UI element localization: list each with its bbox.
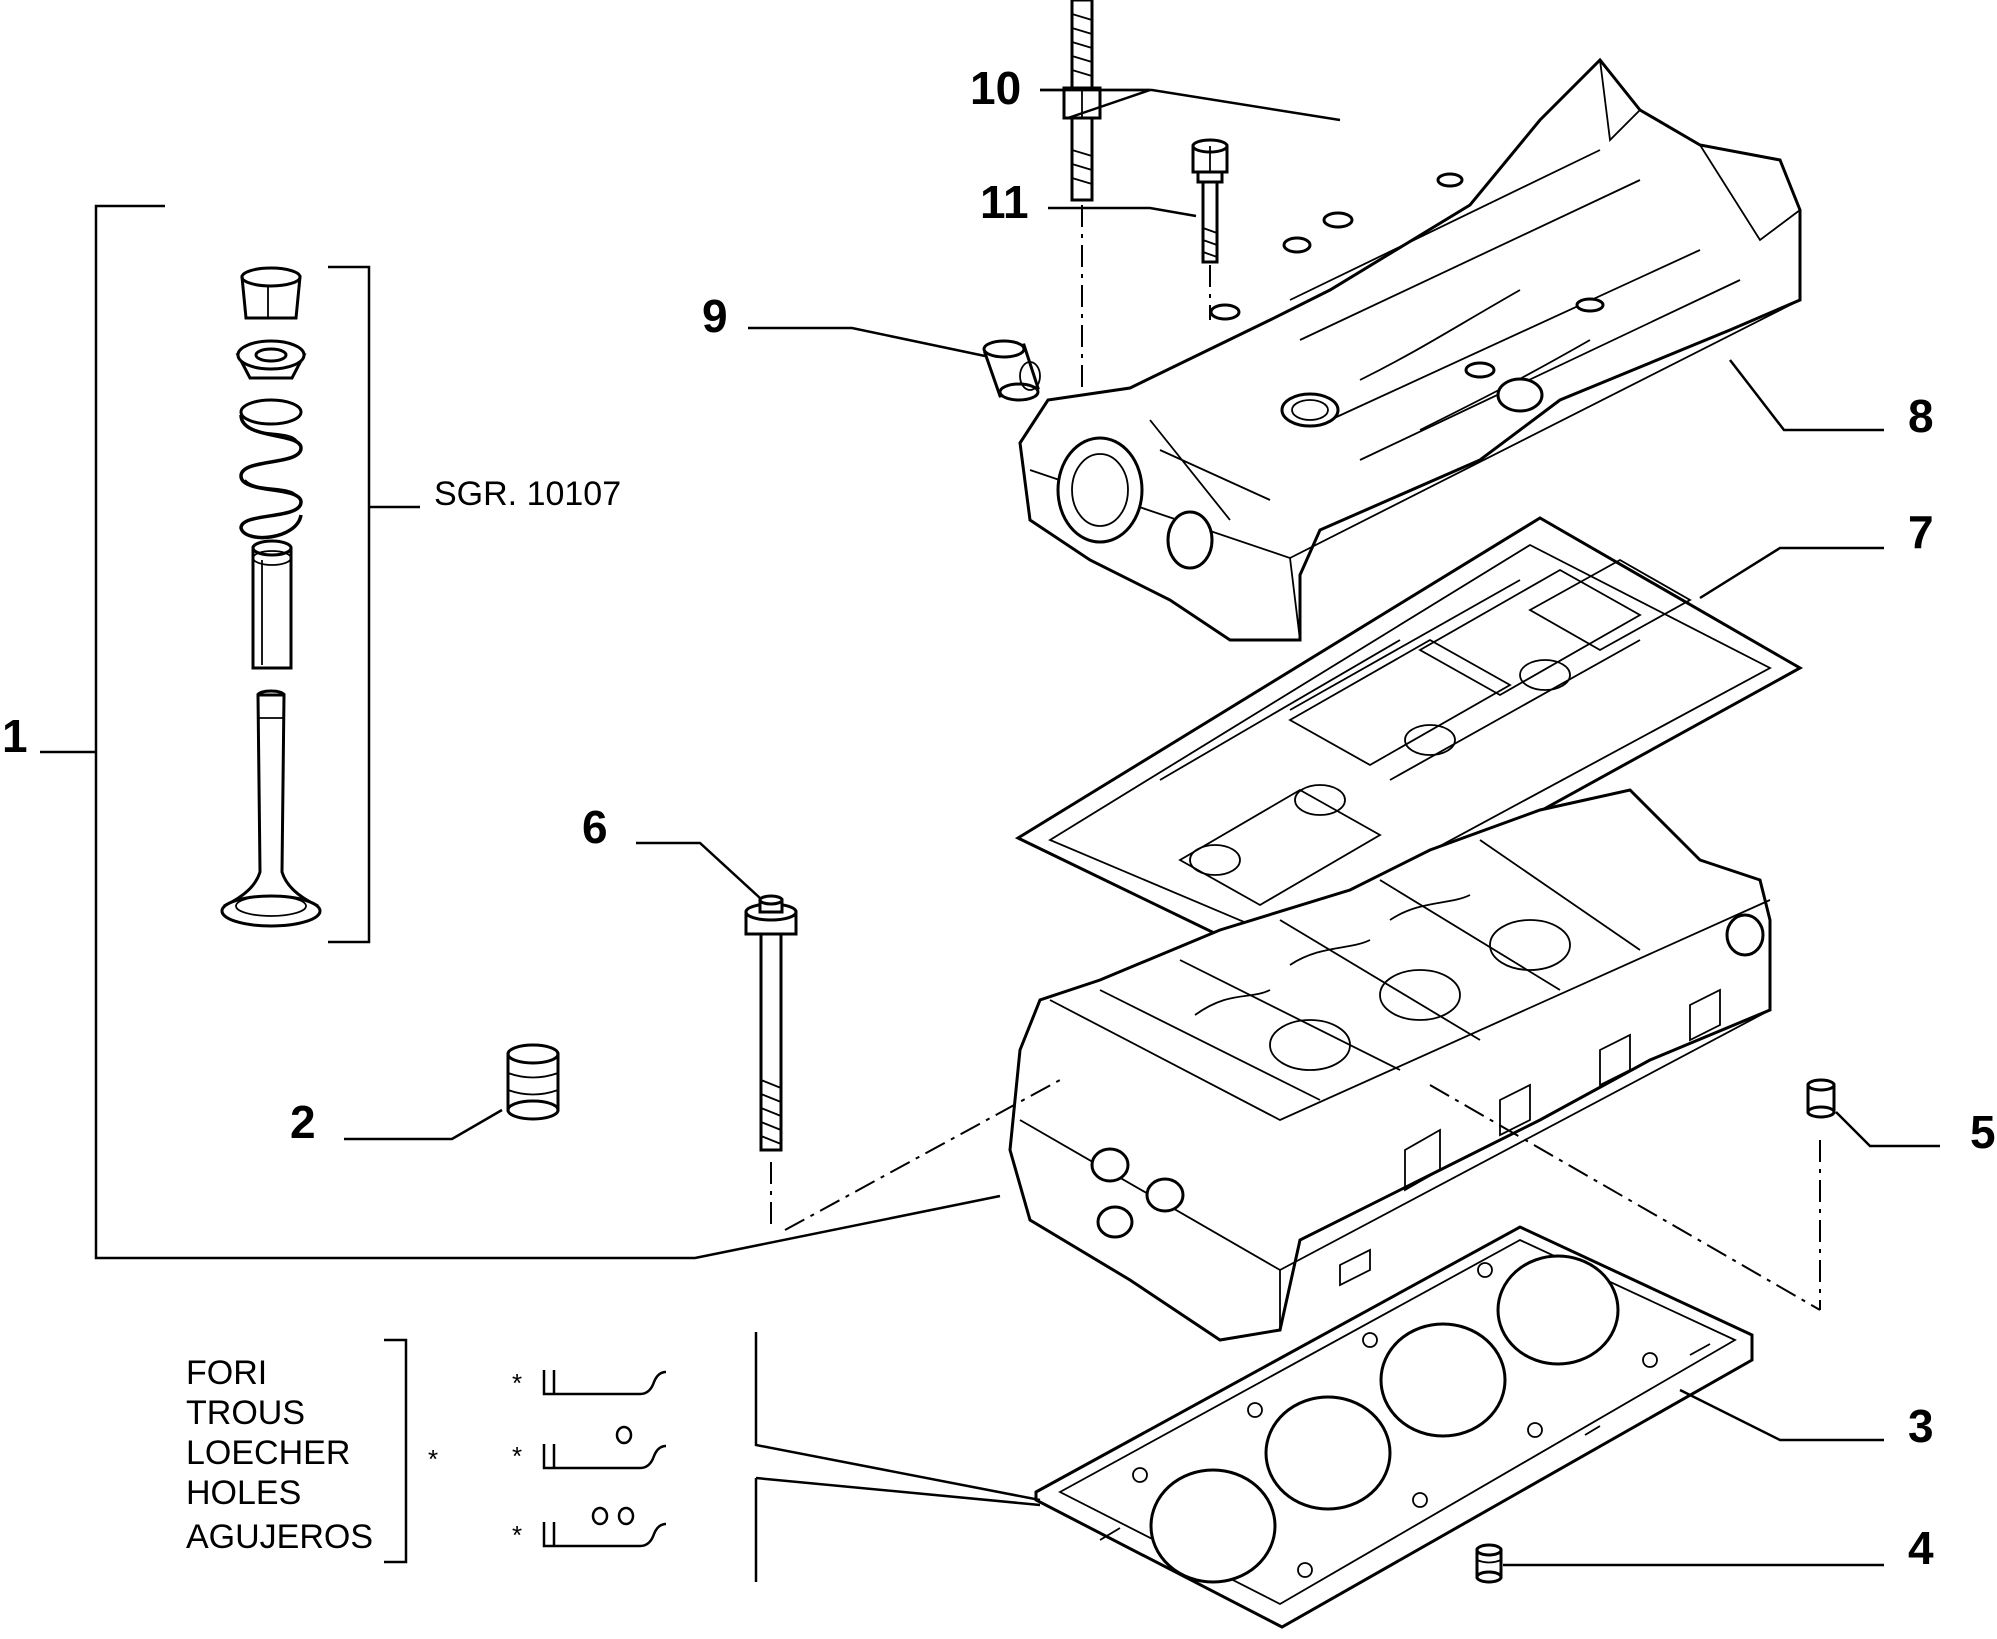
spring-retainer-drawing <box>235 339 307 380</box>
callout-8-leader <box>1729 359 1884 432</box>
part-4-dowel-drawing <box>1475 1543 1503 1584</box>
holes-legend: FORI TROUS LOECHER HOLES AGUJEROS * * * … <box>186 1332 1041 1582</box>
legend-word-fori: FORI <box>186 1354 267 1392</box>
valve-assembly-group: SGR. 10107 <box>220 265 621 944</box>
legend-word-agujeros: AGUJEROS <box>186 1518 373 1556</box>
callout-11-leader <box>1048 206 1197 218</box>
legend-row-3-hole-a <box>591 1506 609 1526</box>
callout-9: 9 <box>702 290 728 342</box>
part-11-bolt-drawing <box>1191 138 1229 264</box>
callout-10: 10 <box>970 62 1021 114</box>
valve-guide-drawing <box>251 539 293 670</box>
part-2-bush-drawing <box>506 1043 560 1121</box>
legend-marker: * <box>428 1444 438 1474</box>
callout-4: 4 <box>1908 1522 1934 1574</box>
legend-connector <box>754 1332 1041 1582</box>
callout-6: 6 <box>582 801 608 853</box>
alignment-line-a <box>784 1079 1061 1231</box>
part-9-plug-drawing <box>982 339 1041 402</box>
part-7-cover-gasket-drawing <box>1014 516 1804 962</box>
legend-bracket <box>384 1338 408 1564</box>
part-8-camshaft-housing-drawing <box>1018 57 1802 642</box>
legend-row-3-marker: * <box>512 1520 522 1550</box>
legend-word-loecher: LOECHER <box>186 1434 350 1472</box>
legend-row-1-marker: * <box>512 1368 522 1398</box>
legend-word-holes: HOLES <box>186 1474 301 1512</box>
callout-3: 3 <box>1908 1400 1934 1452</box>
legend-row-2-symbol <box>542 1444 667 1470</box>
callout-5: 5 <box>1970 1106 1996 1158</box>
sgr-reference-label: SGR. 10107 <box>434 475 621 513</box>
part-10-stud-drawing <box>1062 0 1102 202</box>
callout-1: 1 <box>2 710 28 762</box>
legend-word-trous: TROUS <box>186 1394 305 1432</box>
callout-8: 8 <box>1908 390 1934 442</box>
part-1-bracket <box>40 204 1001 1260</box>
valve-kit-bracket <box>328 265 420 944</box>
part-6-head-bolt-drawing <box>744 894 798 1152</box>
callout-11: 11 <box>980 176 1029 228</box>
callout-5-leader <box>1835 1111 1940 1148</box>
callout-7-leader <box>1699 546 1884 600</box>
part-3-head-gasket-drawing <box>1034 1225 1754 1629</box>
valve-drawing <box>220 689 322 928</box>
valve-spring-drawing <box>239 398 303 540</box>
valve-collets-drawing <box>240 266 302 320</box>
callout-10-leader-line <box>1040 88 1341 122</box>
callout-3-leader <box>1679 1388 1884 1442</box>
legend-row-3-symbol <box>542 1522 667 1548</box>
callout-2-leader <box>344 1108 503 1141</box>
legend-row-1-symbol <box>542 1370 667 1396</box>
part-1-cylinder-head-drawing <box>1008 788 1772 1342</box>
callout-7: 7 <box>1908 506 1934 558</box>
callout-2: 2 <box>290 1096 316 1148</box>
callout-6-leader <box>636 841 761 899</box>
callout-9-leader <box>748 326 986 358</box>
legend-row-2-hole <box>615 1425 633 1445</box>
legend-row-2-marker: * <box>512 1441 522 1471</box>
part-5-dowel-drawing <box>1806 1078 1836 1119</box>
alignment-line-b <box>1429 1084 1821 1311</box>
legend-row-3-hole-b <box>617 1506 635 1526</box>
